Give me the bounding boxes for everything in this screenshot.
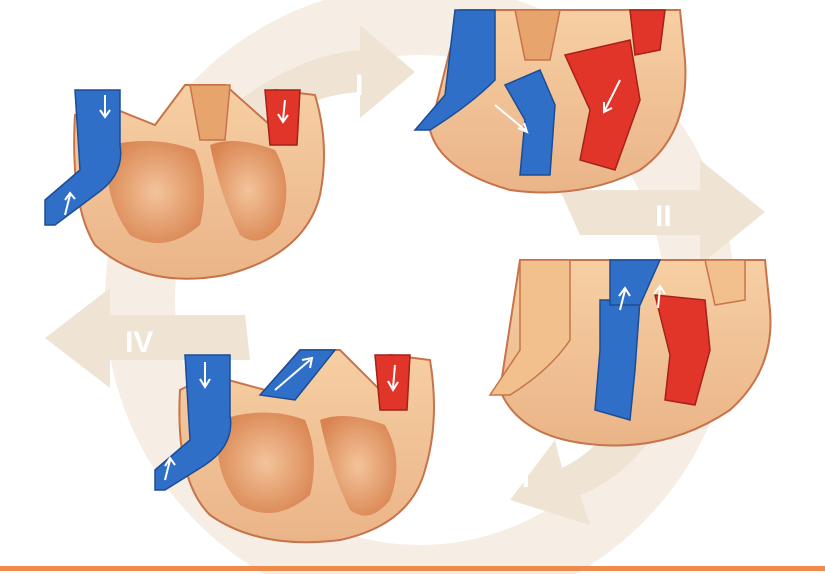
phase-1-label: I <box>355 69 363 102</box>
heart-phase-3 <box>490 260 771 446</box>
heart-phase-2 <box>415 10 685 193</box>
phase-2-label: II <box>655 200 672 233</box>
bottom-rule <box>0 566 825 571</box>
phase-4-label: IV <box>125 326 153 359</box>
phase-3-label: III <box>505 461 530 494</box>
heart-phase-1 <box>45 85 324 279</box>
